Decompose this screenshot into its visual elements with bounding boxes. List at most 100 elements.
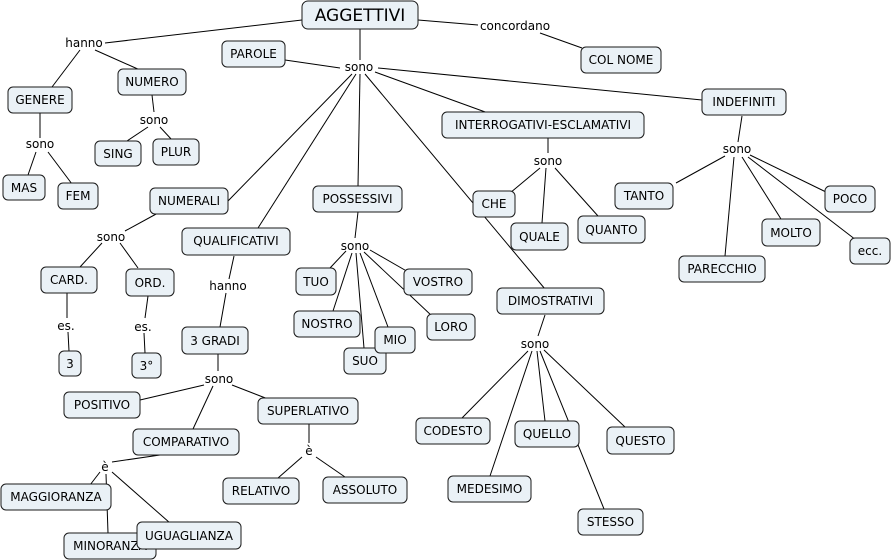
concept-ecc-label: ecc. <box>858 244 882 258</box>
concept-numerali[interactable]: NUMERALI <box>149 187 229 215</box>
concept-possessivi[interactable]: POSSESSIVI <box>312 185 403 213</box>
concept-parole[interactable]: PAROLE <box>221 40 286 68</box>
edge-sono-molto <box>741 156 782 220</box>
concept-tanto-label: TANTO <box>623 189 664 203</box>
concept-assoluto-label: ASSOLUTO <box>333 483 398 497</box>
concept-minoranza[interactable]: MINORANZA <box>63 532 157 560</box>
edge-e-magg <box>89 471 101 486</box>
edge-hanno-genere <box>51 49 81 88</box>
concept-indefiniti[interactable]: INDEFINITI <box>701 88 787 116</box>
concept-aggettivi[interactable]: AGGETTIVI <box>301 0 419 30</box>
concept-loro[interactable]: LORO <box>426 313 476 341</box>
edge-e-relativo <box>277 456 303 479</box>
edge-sono-codesto <box>461 350 529 419</box>
link-hanno-qual: hanno <box>209 279 247 293</box>
concept-medesimo[interactable]: MEDESIMO <box>447 475 532 503</box>
concept-mas[interactable]: MAS <box>2 174 46 201</box>
edge-sono-loro <box>363 251 433 317</box>
concept-relativo[interactable]: RELATIVO <box>222 477 300 505</box>
edge-sono-interrogativi <box>374 71 489 114</box>
link-sono-genere: sono <box>26 137 55 151</box>
concept-molto[interactable]: MOLTO <box>761 218 821 247</box>
edge-es-3 <box>67 331 70 352</box>
edge-comp-e <box>111 454 161 463</box>
concept-stesso[interactable]: STESSO <box>577 508 644 536</box>
concept-numero-label: NUMERO <box>125 75 178 89</box>
edge-sono-tuo <box>329 250 347 269</box>
concept-maggioranza[interactable]: MAGGIORANZA <box>0 483 112 511</box>
edge-sono-ord <box>119 242 139 269</box>
edge-dimos-sono <box>537 314 546 337</box>
concept-tuo-label: TUO <box>302 275 329 289</box>
concept-col-nome-label: COL NOME <box>589 53 654 67</box>
concept-col-nome[interactable]: COL NOME <box>580 46 662 74</box>
concept-nostro[interactable]: NOSTRO <box>293 310 361 338</box>
concept-tuo[interactable]: TUO <box>295 267 337 296</box>
concept-assoluto[interactable]: ASSOLUTO <box>322 476 408 504</box>
edge-sono-questo <box>543 349 626 428</box>
concept-possessivi-label: POSSESSIVI <box>322 192 392 206</box>
concept-positivo-label: POSITIVO <box>74 398 130 412</box>
concept-3-gradi[interactable]: 3 GRADI <box>181 326 249 355</box>
concept-genere-label: GENERE <box>15 93 64 107</box>
concept-plur[interactable]: PLUR <box>152 138 200 166</box>
concept-3[interactable]: 3 <box>58 350 82 377</box>
concept-genere[interactable]: GENERE <box>7 86 73 114</box>
concept-parecchio[interactable]: PARECCHIO <box>678 255 766 283</box>
edge-sono-qualificativi <box>257 73 357 229</box>
concept-interrogativi-label: INTERROGATIVI-ESCLAMATIVI <box>455 118 631 132</box>
concept-tanto[interactable]: TANTO <box>614 182 674 210</box>
concept-uguaglianza[interactable]: UGUAGLIANZA <box>136 521 242 550</box>
concept-che[interactable]: CHE <box>472 190 516 218</box>
edge-qual-hanno <box>228 255 235 280</box>
concept-poco[interactable]: POCO <box>824 185 876 213</box>
link-sono-numerali: sono <box>97 230 126 244</box>
concept-codesto[interactable]: CODESTO <box>415 417 491 445</box>
edge-sono-possessivi <box>357 73 361 187</box>
concept-mio[interactable]: MIO <box>374 326 416 354</box>
concept-suo-label: SUO <box>352 354 378 368</box>
edge-poss-sono <box>354 211 359 239</box>
concept-card[interactable]: CARD. <box>40 266 98 294</box>
concept-numero[interactable]: NUMERO <box>117 68 187 96</box>
link-hanno-root: hanno <box>65 36 103 50</box>
concept-ord[interactable]: ORD. <box>125 268 175 297</box>
edge-hanno-numero <box>94 49 141 71</box>
concept-quale-label: QUALE <box>519 230 560 244</box>
edge-sono-tanto <box>675 155 726 184</box>
concept-quello[interactable]: QUELLO <box>514 420 580 448</box>
edge-sono-che <box>509 167 541 194</box>
concept-positivo[interactable]: POSITIVO <box>63 391 141 419</box>
concept-ecc[interactable]: ecc. <box>849 237 891 265</box>
concept-codesto-label: CODESTO <box>423 424 482 438</box>
concept-fem[interactable]: FEM <box>57 182 99 210</box>
concept-poco-label: POCO <box>833 192 868 206</box>
concept-sing[interactable]: SING <box>94 140 142 167</box>
edge-e-ugua <box>111 471 171 524</box>
concept-superlativo[interactable]: SUPERLATIVO <box>257 397 359 425</box>
edge-sono-poco <box>749 154 827 193</box>
edge-sono-quanto <box>554 167 599 217</box>
concept-questo-label: QUESTO <box>615 434 665 448</box>
concept-mas-label: MAS <box>11 181 37 195</box>
link-es-ord: es. <box>134 320 151 334</box>
concept-qualificativi[interactable]: QUALIFICATIVI <box>181 227 291 256</box>
edge-concordano-colnome <box>539 32 583 49</box>
edge-sono-plur <box>159 126 173 141</box>
concept-quale[interactable]: QUALE <box>510 222 569 251</box>
concept-vostro[interactable]: VOSTRO <box>403 268 473 296</box>
edge-indef-sono <box>737 115 743 143</box>
edge-numerali-sono <box>124 212 159 232</box>
edge-sono-nostro <box>332 252 353 312</box>
concept-quanto[interactable]: QUANTO <box>577 215 646 244</box>
concept-3rd[interactable]: 3° <box>131 352 162 379</box>
edges <box>27 19 857 534</box>
concept-questo[interactable]: QUESTO <box>606 426 675 455</box>
concept-nostro-label: NOSTRO <box>301 317 352 331</box>
concept-ord-label: ORD. <box>135 276 166 290</box>
concept-comparativo[interactable]: COMPARATIVO <box>132 428 240 456</box>
concept-dimostrativi[interactable]: DIMOSTRATIVI <box>496 287 605 315</box>
concept-suo[interactable]: SUO <box>343 347 387 375</box>
concept-interrogativi[interactable]: INTERROGATIVI-ESCLAMATIVI <box>441 111 645 139</box>
